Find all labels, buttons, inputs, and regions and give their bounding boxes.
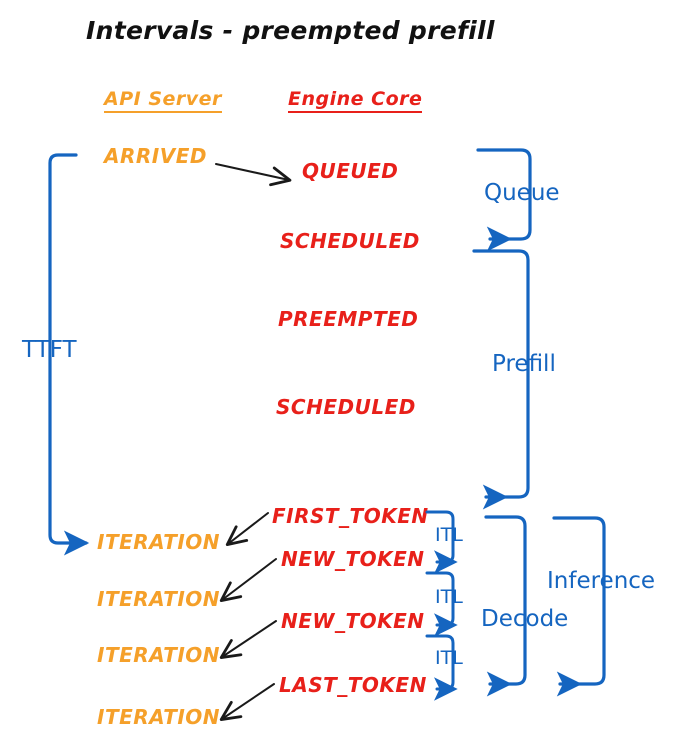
event-new-token-1: NEW_TOKEN — [281, 547, 425, 571]
event-iteration-3: ITERATION — [97, 643, 221, 667]
event-preempted: PREEMPTED — [278, 307, 419, 331]
column-header-api-server: API Server — [104, 90, 222, 113]
arrow-first-token-to-iteration-1 — [225, 512, 269, 547]
interval-label-itl-1: ITL — [435, 524, 463, 546]
event-last-token: LAST_TOKEN — [279, 673, 427, 697]
interval-label-prefill: Prefill — [492, 351, 556, 377]
interval-label-itl-2: ITL — [435, 586, 463, 608]
arrow-arrived-to-queued — [215, 163, 292, 187]
event-iteration-1: ITERATION — [97, 530, 221, 554]
interval-label-itl-3: ITL — [435, 647, 463, 669]
event-scheduled-1: SCHEDULED — [280, 229, 420, 253]
interval-label-decode: Decode — [481, 606, 569, 632]
bracket-inference — [552, 516, 606, 697]
event-arrived: ARRIVED — [104, 144, 207, 168]
event-first-token: FIRST_TOKEN — [272, 504, 429, 528]
event-scheduled-2: SCHEDULED — [276, 395, 416, 419]
interval-label-queue: Queue — [484, 180, 560, 206]
event-iteration-4: ITERATION — [97, 705, 221, 729]
event-queued: QUEUED — [302, 159, 399, 183]
event-new-token-2: NEW_TOKEN — [281, 609, 425, 633]
interval-label-ttft: TTFT — [22, 337, 77, 363]
arrow-new-token-1-to-iteration-2 — [219, 558, 277, 603]
interval-label-inference: Inference — [547, 568, 656, 594]
bracket-decode — [484, 515, 527, 697]
page-title: Intervals - preempted prefill — [86, 16, 495, 45]
arrow-new-token-2-to-iteration-3 — [219, 620, 277, 659]
arrow-last-token-to-iteration-4 — [219, 683, 275, 721]
event-iteration-2: ITERATION — [97, 587, 221, 611]
column-header-engine-core: Engine Core — [288, 90, 423, 113]
